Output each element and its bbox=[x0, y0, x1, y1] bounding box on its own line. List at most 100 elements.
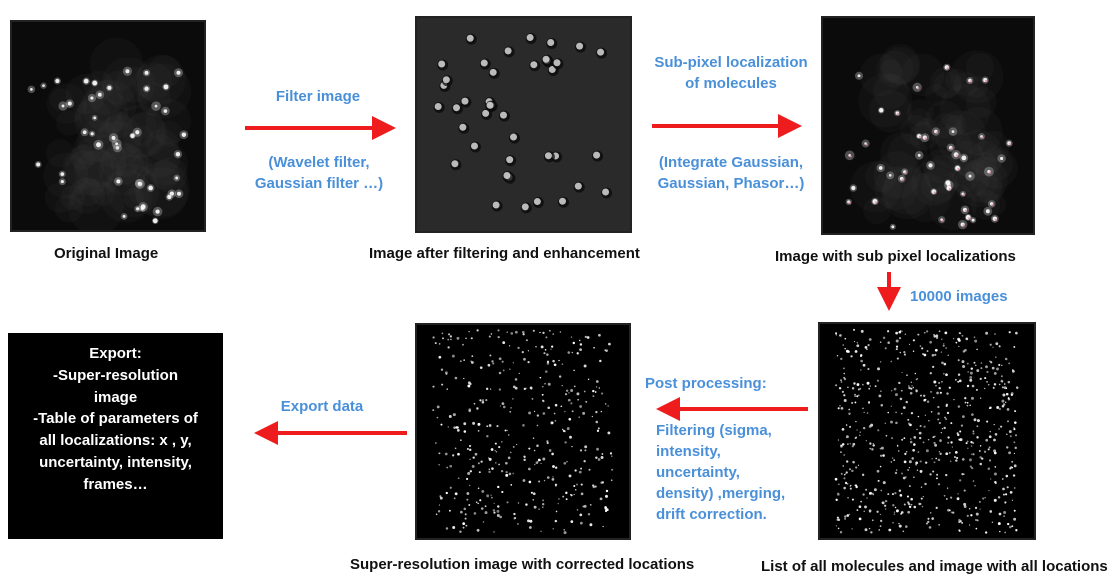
localization-point bbox=[887, 341, 891, 345]
background-glow bbox=[972, 151, 997, 177]
localization-point bbox=[1007, 420, 1009, 423]
localization-point bbox=[986, 370, 989, 374]
localization-point bbox=[835, 384, 838, 387]
localization-point bbox=[492, 509, 496, 512]
localization-point bbox=[893, 513, 896, 515]
localization-point bbox=[449, 464, 453, 468]
background-glow bbox=[976, 176, 1004, 204]
localization-point bbox=[465, 524, 468, 527]
localization-point bbox=[843, 376, 846, 379]
localization-point bbox=[880, 446, 884, 450]
localization-point bbox=[546, 440, 549, 443]
localization-point bbox=[551, 478, 555, 481]
background-glow bbox=[868, 89, 912, 133]
localization-point bbox=[907, 418, 910, 421]
localization-point bbox=[841, 443, 845, 446]
localization-point bbox=[938, 330, 941, 333]
background-glow bbox=[152, 157, 188, 193]
localization-point bbox=[1011, 460, 1014, 463]
localization-point bbox=[971, 466, 974, 470]
localization-point bbox=[587, 378, 590, 381]
localization-point bbox=[579, 449, 583, 452]
localization-point bbox=[570, 493, 572, 496]
localization-point bbox=[559, 331, 562, 333]
localization-point bbox=[463, 359, 465, 361]
localization-point bbox=[872, 442, 874, 445]
localization-point bbox=[554, 419, 557, 422]
localization-point bbox=[479, 366, 483, 370]
localization-point bbox=[593, 346, 595, 349]
localization-point bbox=[936, 473, 939, 476]
emitter-spot bbox=[92, 80, 98, 86]
background-glow bbox=[922, 149, 957, 184]
localization-point bbox=[900, 412, 903, 415]
localization-point bbox=[477, 462, 480, 465]
background-glow bbox=[859, 53, 903, 97]
localization-point bbox=[840, 406, 844, 410]
localization-point bbox=[934, 348, 938, 352]
export-line: frames… bbox=[83, 475, 148, 493]
localization-point bbox=[547, 382, 551, 386]
localization-point bbox=[907, 502, 911, 506]
emitter-spot bbox=[93, 116, 97, 120]
localization-point bbox=[940, 351, 943, 353]
filtered-spot bbox=[542, 55, 550, 63]
localization-point bbox=[884, 422, 887, 424]
background-glow bbox=[115, 154, 148, 187]
localization-point bbox=[942, 344, 945, 347]
localization-point bbox=[881, 501, 885, 505]
background-glow bbox=[925, 100, 964, 139]
localization-point bbox=[944, 331, 948, 335]
localize-title-line: Sub-pixel localization bbox=[654, 54, 808, 71]
background-glow bbox=[923, 154, 963, 194]
localization-point bbox=[509, 368, 511, 370]
localization-point bbox=[564, 393, 568, 396]
localization-point bbox=[934, 443, 938, 447]
localization-point bbox=[916, 428, 918, 431]
localization-point bbox=[604, 403, 607, 405]
localization-point bbox=[466, 492, 470, 495]
localization-point bbox=[530, 388, 533, 390]
localization-point bbox=[546, 362, 550, 365]
localization-point bbox=[878, 529, 881, 531]
localization-point bbox=[991, 366, 995, 370]
localization-point bbox=[898, 524, 902, 528]
emitter-spot bbox=[857, 74, 861, 78]
localization-point bbox=[568, 474, 572, 478]
localization-point bbox=[843, 474, 846, 476]
localization-point bbox=[839, 404, 841, 407]
localization-point bbox=[899, 397, 903, 401]
localization-point bbox=[894, 506, 897, 509]
localization-point bbox=[540, 345, 544, 349]
localization-point bbox=[444, 452, 448, 456]
localization-point bbox=[998, 512, 1002, 516]
localization-point bbox=[894, 491, 897, 495]
localization-point bbox=[910, 497, 913, 501]
localization-point bbox=[919, 460, 922, 463]
localization-point bbox=[928, 420, 930, 422]
localization-point bbox=[1011, 499, 1014, 501]
localization-point bbox=[572, 341, 576, 345]
localization-point bbox=[989, 343, 992, 346]
localization-point bbox=[562, 428, 564, 431]
localization-point bbox=[439, 495, 442, 498]
localization-point bbox=[866, 381, 870, 385]
localization-point bbox=[888, 528, 892, 532]
localization-point bbox=[597, 458, 601, 461]
localization-point bbox=[533, 463, 536, 466]
localization-point bbox=[491, 360, 494, 363]
localization-point bbox=[505, 471, 508, 474]
emitter-spot bbox=[928, 163, 933, 168]
localization-point bbox=[857, 464, 860, 466]
localization-point bbox=[838, 483, 840, 486]
localization-point bbox=[497, 335, 500, 339]
localization-point bbox=[595, 410, 598, 414]
localization-point bbox=[944, 416, 946, 419]
localization-point bbox=[979, 445, 982, 447]
localization-point bbox=[941, 381, 943, 383]
localization-point bbox=[845, 349, 849, 353]
localization-point bbox=[473, 402, 476, 405]
superres-image bbox=[432, 329, 614, 535]
localization-point bbox=[945, 498, 948, 500]
localization-point bbox=[945, 347, 947, 349]
